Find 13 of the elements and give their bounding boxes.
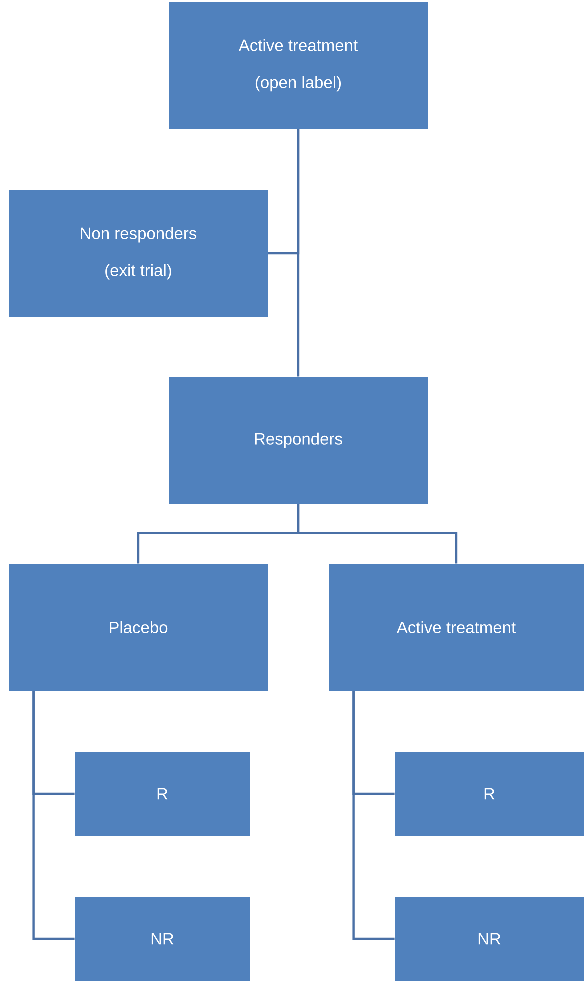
process-box: Non responders (exit trial) [9,190,268,317]
process-box: R [395,752,584,836]
connector [297,504,458,564]
process-box: Active treatment [329,564,584,691]
connector [352,691,395,940]
process-box: Responders [169,377,428,504]
process-box: Placebo [9,564,268,691]
process-box: NR [395,897,584,981]
connector [32,691,75,940]
connector [268,129,300,255]
process-box: R [75,752,250,836]
process-box: Active treatment (open label) [169,2,428,129]
process-box: NR [75,897,250,981]
